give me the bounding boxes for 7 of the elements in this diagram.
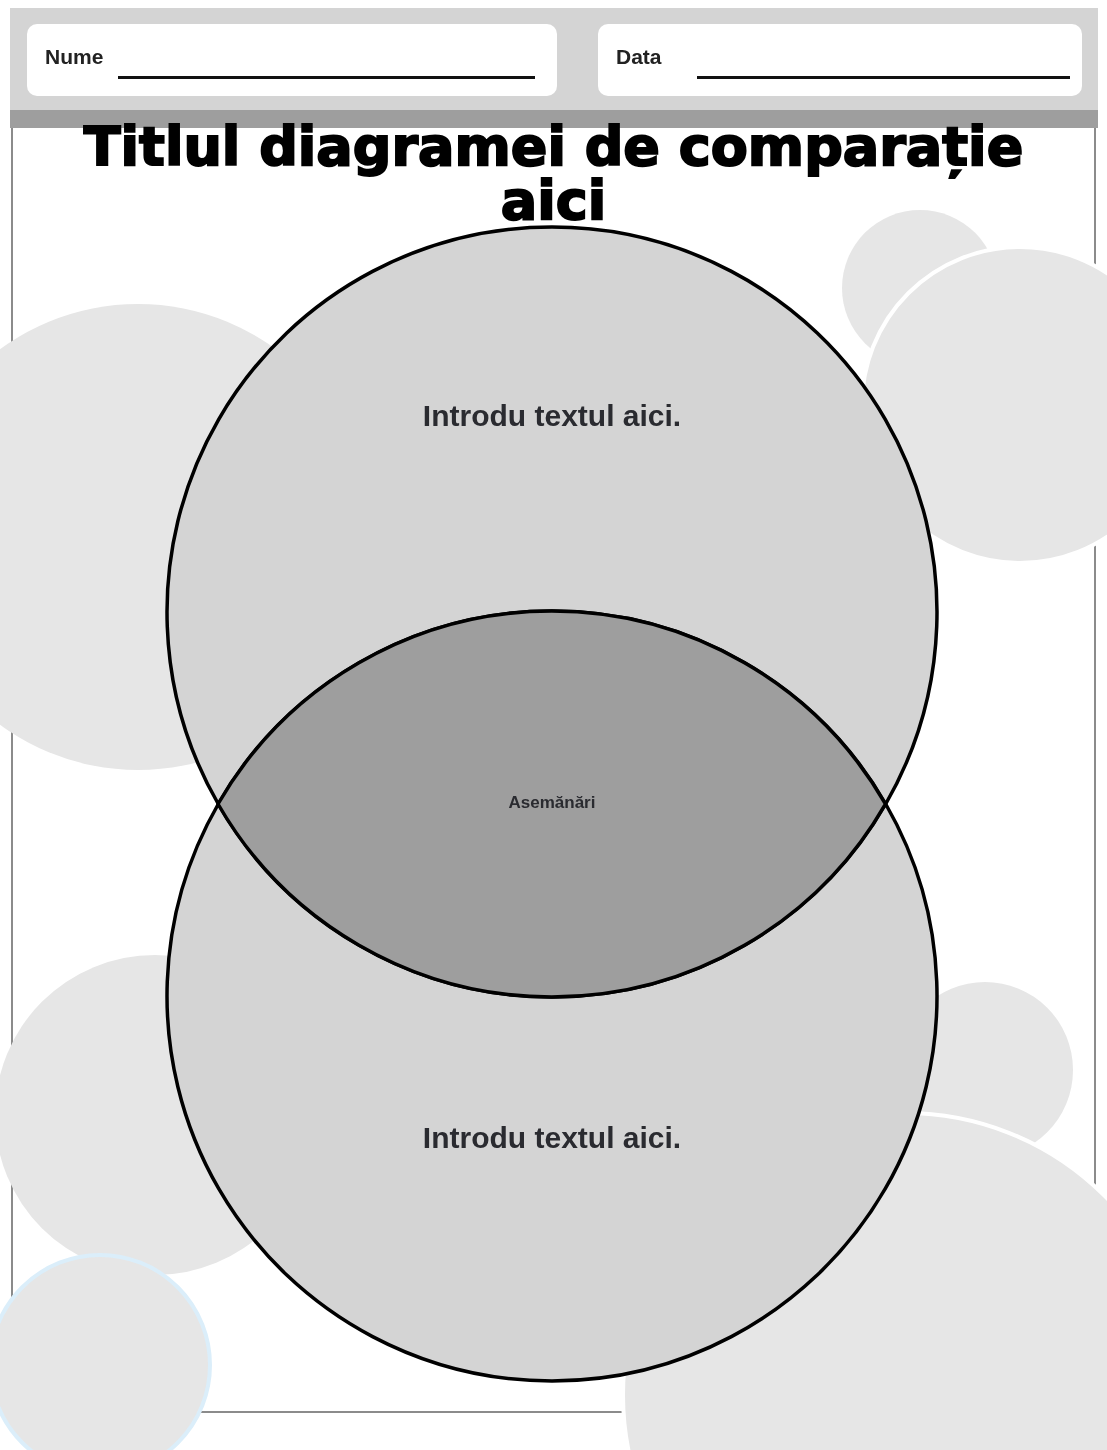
placeholder-text: Introdu textul aici. [422,398,682,434]
placeholder-text: Introdu textul aici. [422,1120,682,1156]
field-label: Data [616,44,662,69]
overlap-region [215,608,889,1000]
overlap-label: Asemănări [508,793,596,813]
diagram-title: Titlul diagramei de comparație aici [82,120,1025,228]
field-label: Nume [45,44,104,69]
